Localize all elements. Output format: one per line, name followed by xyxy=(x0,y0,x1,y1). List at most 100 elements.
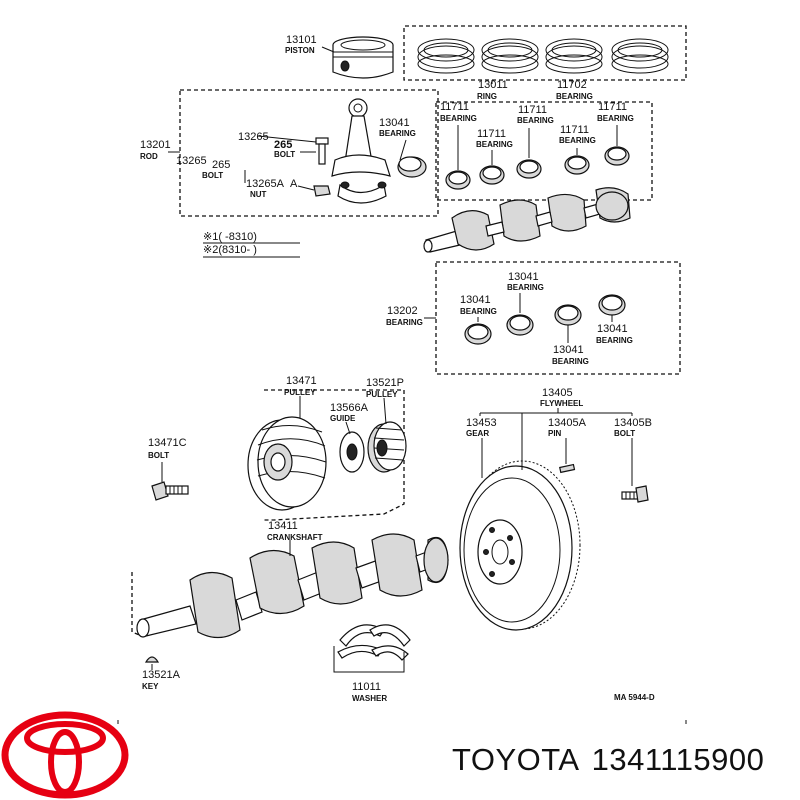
pulley-bolt-label: BOLT xyxy=(148,451,169,460)
crankshaft-icon xyxy=(136,533,449,639)
washer-number: 11011 xyxy=(352,681,381,693)
bearing-icon xyxy=(445,170,471,190)
main-bearing-3-number: 11711 xyxy=(518,104,547,116)
flywheel-number: 13405 xyxy=(542,387,573,399)
rod-nut-suffix: A xyxy=(290,178,298,190)
main-bearing-1-number: 11711 xyxy=(440,101,469,113)
flywheel-icon xyxy=(459,460,581,631)
guide-label: GUIDE xyxy=(330,414,356,423)
rod-bearing-1-number: 13041 xyxy=(460,294,491,306)
pulley-bolt-icon xyxy=(151,481,189,501)
crankshaft-number: 13411 xyxy=(268,520,298,532)
timing-pulley-label: PULLEY xyxy=(366,390,398,399)
washer-label: WASHER xyxy=(352,694,387,703)
bearing-icon xyxy=(598,294,626,316)
piston-icon xyxy=(332,36,394,79)
main-bearing-group xyxy=(435,101,653,201)
guide-number: 13566A xyxy=(330,402,369,414)
caption: TOYOTA 1341115900 xyxy=(452,742,776,778)
pin-number: 13405A xyxy=(548,417,587,429)
key-icon xyxy=(144,656,160,663)
rod-bolt-icon xyxy=(315,137,329,165)
main-bearing-5-number: 11711 xyxy=(598,101,627,113)
guide-icon xyxy=(339,431,365,473)
main-bearing-4-label: BEARING xyxy=(559,136,596,145)
pin-icon xyxy=(559,463,576,474)
rod-bearing-group xyxy=(435,261,681,375)
rod-bearing-icon xyxy=(397,139,427,178)
key-label: KEY xyxy=(142,682,159,691)
bearing-icon xyxy=(564,155,590,175)
rod-bearing-4-number: 13041 xyxy=(553,344,584,356)
main-bearing-5-label: BEARING xyxy=(597,114,634,123)
rod-bearing-2-number: 13041 xyxy=(508,271,539,283)
toyota-logo xyxy=(1,711,129,799)
rod-bearing-top-number: 13041 xyxy=(379,117,410,129)
flywheel-bolt-label: BOLT xyxy=(614,429,635,438)
rod-bolt-c-number: 13265 xyxy=(176,155,207,167)
flywheel-bolt-icon xyxy=(621,485,649,503)
timing-pulley-icon xyxy=(367,421,407,473)
key-number: 13521A xyxy=(142,669,181,681)
gear-number: 13453 xyxy=(466,417,497,429)
rod-bearing-3-number: 13041 xyxy=(597,323,628,335)
ring-icon xyxy=(481,38,539,74)
ring-number: 13011 xyxy=(478,79,508,91)
crankshaft-label: CRANKSHAFT xyxy=(267,533,323,542)
crankshaft-small-icon xyxy=(423,187,631,253)
rod-bearing-4-label: BEARING xyxy=(552,357,589,366)
pulley-label: PULLEY xyxy=(284,388,316,397)
ring-icon xyxy=(545,38,603,74)
note-1: ※1( -8310) xyxy=(203,231,257,243)
rod-bearing-2-label: BEARING xyxy=(507,283,544,292)
pin-label: PIN xyxy=(548,429,562,438)
flywheel-label: FLYWHEEL xyxy=(540,399,583,408)
rod-nut-label: NUT xyxy=(250,190,267,199)
piston-label: PISTON xyxy=(285,46,315,55)
main-bearing-4-number: 11711 xyxy=(560,124,589,136)
bearing-icon xyxy=(506,314,534,336)
rod-group xyxy=(179,89,439,217)
flywheel-bolt-number: 13405B xyxy=(614,417,652,429)
ring-icon xyxy=(611,38,669,74)
note-2: ※2(8310- ) xyxy=(203,244,257,256)
pulley-number: 13471 xyxy=(286,375,317,387)
rod-bolt-d-number: 265 xyxy=(212,159,230,171)
main-bearing-1-label: BEARING xyxy=(440,114,477,123)
main-bearing-2-number: 11711 xyxy=(477,128,506,140)
washer-icon xyxy=(337,624,411,661)
pulley-icon xyxy=(247,416,327,511)
gear-label: GEAR xyxy=(466,429,489,438)
bearing-icon xyxy=(479,165,505,185)
main-bearing-set-number: 11702 xyxy=(557,79,587,91)
rod-bearing-1-label: BEARING xyxy=(460,307,497,316)
bearing-icon xyxy=(554,304,582,326)
connecting-rod-icon xyxy=(331,98,391,204)
bearing-icon xyxy=(464,323,492,345)
rod-bolt-c-label: BOLT xyxy=(202,171,223,180)
rod-bolt-b-number: 265 xyxy=(274,139,292,151)
diagram-code: MA 5944-D xyxy=(614,693,655,702)
rod-bearing-top-label: BEARING xyxy=(379,129,416,138)
rod-bearing-set-label: BEARING xyxy=(386,318,423,327)
rod-bearing-3-label: BEARING xyxy=(596,336,633,345)
timing-pulley-number: 13521P xyxy=(366,377,404,389)
piston-number: 13101 xyxy=(286,34,317,46)
bearing-icon xyxy=(604,146,630,166)
rod-nut-number: 13265A xyxy=(246,178,285,190)
rod-label: ROD xyxy=(140,152,158,161)
main-bearing-set-label: BEARING xyxy=(556,92,593,101)
pulley-bolt-number: 13471C xyxy=(148,437,187,449)
part-number: 1341115900 xyxy=(591,742,765,777)
brand-name: TOYOTA xyxy=(452,742,580,777)
rings-group xyxy=(403,25,687,81)
rod-bearing-set-number: 13202 xyxy=(387,305,418,317)
rod-bolt-a-number: 13265 xyxy=(238,131,269,143)
main-bearing-2-label: BEARING xyxy=(476,140,513,149)
rod-bolt-b-label: BOLT xyxy=(274,150,295,159)
rod-nut-icon xyxy=(313,185,331,197)
ring-icon xyxy=(417,38,475,74)
rod-number: 13201 xyxy=(140,139,171,151)
ring-label: RING xyxy=(477,92,497,101)
